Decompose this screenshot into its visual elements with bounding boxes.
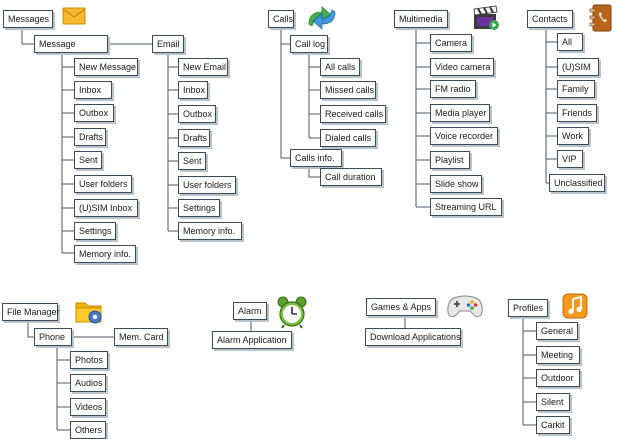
contacts-item[interactable]: Friends	[557, 104, 597, 122]
call-log-item[interactable]: Received calls	[320, 105, 386, 123]
contacts-item[interactable]: Unclassified	[549, 174, 605, 192]
email-item[interactable]: Settings	[178, 199, 220, 217]
gamepad-icon	[446, 292, 484, 325]
profiles-item[interactable]: Carkit	[536, 416, 570, 434]
address-book-icon	[589, 4, 613, 37]
clapperboard-icon	[472, 5, 500, 36]
message-item[interactable]: (U)SIM Inbox	[74, 199, 138, 217]
message-item[interactable]: Settings	[74, 222, 116, 240]
email-item[interactable]: Memory info.	[178, 222, 242, 240]
call-log-item[interactable]: Missed calls	[320, 81, 376, 99]
contacts-item[interactable]: Work	[557, 127, 589, 145]
profiles-item[interactable]: Silent	[536, 393, 570, 411]
alarm-root[interactable]: Alarm	[233, 302, 267, 320]
contacts-item[interactable]: VIP	[557, 150, 583, 168]
games-child[interactable]: Download Applications	[365, 328, 461, 346]
email-item[interactable]: Drafts	[178, 129, 210, 147]
folder-gear-icon	[74, 296, 104, 331]
message-item[interactable]: Outbox	[74, 104, 114, 122]
multimedia-item[interactable]: Playlist	[430, 151, 470, 169]
call-arrows-icon	[306, 4, 338, 37]
contacts-root[interactable]: Contacts	[527, 10, 573, 28]
message-item[interactable]: User folders	[74, 175, 132, 193]
message-item[interactable]: New Message	[74, 58, 138, 76]
profiles-item[interactable]: Outdoor	[536, 369, 580, 387]
profiles-item[interactable]: Meeting	[536, 346, 580, 364]
phone-item[interactable]: Photos	[70, 351, 108, 369]
phone-item[interactable]: Videos	[70, 398, 106, 416]
phone-node[interactable]: Phone	[34, 328, 72, 346]
message-item[interactable]: Inbox	[74, 81, 112, 99]
games-root[interactable]: Games & Apps	[366, 298, 436, 316]
message-item[interactable]: Sent	[74, 151, 102, 169]
multimedia-item[interactable]: FM radio	[430, 80, 476, 98]
email-item[interactable]: Sent	[178, 152, 206, 170]
phone-item[interactable]: Audios	[70, 374, 106, 392]
multimedia-item[interactable]: Slide show	[430, 175, 482, 193]
message-item[interactable]: Drafts	[74, 128, 106, 146]
email-item[interactable]: New Email	[178, 58, 228, 76]
multimedia-item[interactable]: Voice recorder	[430, 127, 498, 145]
multimedia-item[interactable]: Streaming URL	[430, 198, 502, 216]
profiles-root[interactable]: Profiles	[508, 299, 548, 317]
email-item[interactable]: Inbox	[178, 81, 208, 99]
multimedia-item[interactable]: Camera	[430, 34, 472, 52]
file-manager-root[interactable]: File Manager	[2, 303, 60, 321]
multimedia-item[interactable]: Video camera	[430, 58, 494, 76]
alarm-child[interactable]: Alarm Application	[212, 331, 292, 349]
call-log-node[interactable]: Call log	[290, 35, 328, 53]
music-note-icon	[562, 292, 588, 325]
calls-info-item[interactable]: Call duration	[320, 168, 382, 186]
profiles-item[interactable]: General	[536, 322, 578, 340]
call-log-item[interactable]: Dialed calls	[320, 129, 376, 147]
email-item[interactable]: User folders	[178, 176, 236, 194]
call-log-item[interactable]: All calls	[320, 58, 360, 76]
alarm-clock-icon	[275, 295, 309, 334]
mem-card-node[interactable]: Mem. Card	[114, 328, 168, 346]
contacts-item[interactable]: (U)SIM	[557, 58, 599, 76]
phone-item[interactable]: Others	[70, 421, 106, 439]
contacts-item[interactable]: All	[557, 33, 583, 51]
message-node[interactable]: Message	[34, 35, 108, 53]
email-item[interactable]: Outbox	[178, 105, 216, 123]
multimedia-item[interactable]: Media player	[430, 104, 490, 122]
messages-root[interactable]: Messages	[3, 10, 53, 28]
email-node[interactable]: Email	[152, 35, 184, 53]
message-item[interactable]: Memory info.	[74, 245, 136, 263]
calls-root[interactable]: Calls	[268, 10, 294, 28]
envelope-icon	[62, 6, 86, 31]
calls-info-node[interactable]: Calls info.	[290, 149, 342, 167]
contacts-item[interactable]: Family	[557, 80, 595, 98]
multimedia-root[interactable]: Multimedia	[394, 10, 448, 28]
